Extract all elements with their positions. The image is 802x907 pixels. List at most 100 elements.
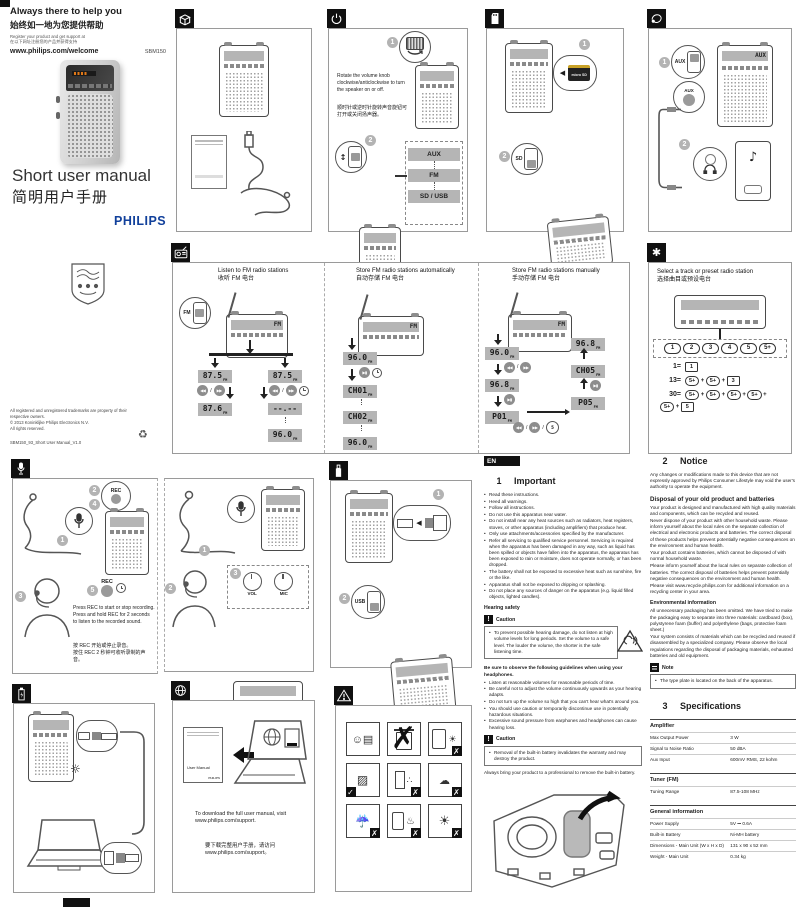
fm-switch-zoom: FM [179,297,211,329]
bullet-item: •Do not install near any heat sources su… [484,518,634,530]
updown-arrow-icon: ↕ [339,152,347,162]
tune-flow: 87.5FM ◀◀/▶▶ 87.6FM [183,357,247,417]
manual-title-zh: 简明用户手册 [12,189,109,206]
step-badge-2: 2 [365,135,376,146]
page-corner-mark [0,0,10,7]
step-badge-3: 3 [15,591,26,602]
caution-label: Caution [496,736,516,743]
bullet-item: •Apparatus shall not be exposed to dripp… [484,581,606,587]
rec-instruction-zh: 按 REC 开始或停止录音。按住 REC 2 秒钟可收听录制的声音。 [73,643,146,663]
equation-row: 13=5++5++3 [659,375,777,386]
hearing-caution-box: •To prevent possible hearing damage, do … [484,626,643,660]
jack-socket [683,94,695,106]
caution-text: Removal of the built-in battery invalida… [494,749,627,761]
bullet-item: •The battery shall not be exposed to exc… [484,568,642,580]
important-bullets: •Read these instructions.•Heed all warni… [484,492,642,600]
caution-icon: ! [484,734,493,744]
charging-led-indicator-icon: ☼ [70,762,81,776]
step-badge-5: 5 [87,585,98,596]
radio-top-view-illustration [674,294,766,329]
source-switch-zoom: ↕ [335,141,367,173]
battery-note: Always bring your product to a professio… [484,770,636,776]
micro-sd-card: micro SD [568,65,591,81]
person-wearing-headset-illustration [24,578,70,638]
music-note-icon: ♪ [748,150,758,165]
aux-cable-icon [647,9,666,28]
paragraph: Please visit www.recycle.philips.com for… [650,583,789,595]
booklet-brand: PHILIPS [208,776,220,780]
usb-drive-icon [329,461,348,480]
bullet-item: •Do not use this apparatus near water. [484,511,567,517]
disposal-paragraphs: Your product is designed and manufacture… [650,505,796,596]
play-pause-button-icon: ▶▮ [504,393,515,405]
clean-dry-cloth-pictogram: ▨ ✓ [345,763,380,797]
caution-text: To prevent possible hearing damage, do n… [494,630,613,654]
volume-knob-zoom [399,31,431,63]
panel-power-on-off: 1 Rotate the volume knob clockwise/antic… [327,9,468,289]
battery-removal-illustration [493,790,625,888]
numeric-key: 3 [702,342,719,354]
step-badge-4: 4 [89,499,100,510]
recycle-icon: ♻ [138,428,148,441]
rec-button-zoom: REC [101,481,131,511]
usb-cable-and-earphones-illustration [240,131,291,216]
next-button-icon: ▶▶ [285,385,297,397]
step-badge-1: 1 [659,57,670,68]
numeric-key: 5 [740,342,757,354]
step-badge-1: 1 [57,535,68,546]
arrow-right [527,411,567,413]
globe-icon [171,681,190,700]
branch-bar [209,353,293,356]
battery-caution-box: •Removal of the built-in battery invalid… [484,745,642,767]
step-badge-2: 2 [679,139,690,150]
rec-press-group: REC [101,579,126,597]
paragraph: Never dispose of your product with other… [650,518,795,548]
step-badge-2: 2 [339,593,350,604]
paragraph: Your product is designed and manufacture… [650,504,796,516]
prev-button-icon: ◀◀ [513,422,524,433]
spec-section-title: Tuner (FM) [650,776,679,783]
pointer-line [395,175,407,177]
radio-illustration: FM [508,291,572,352]
headphone-jack-zoom [693,147,727,181]
headphones-guidelines-lead: Be sure to observe the following guideli… [484,666,623,678]
no-fire-pictogram: ♨ ✗ [386,804,421,838]
no-trash-disposal-pictogram: ✗ [386,722,421,756]
sd-switch-zoom: SD [511,143,543,175]
bullet-item: •Listen at reasonable volumes for reason… [484,679,615,685]
radio-illustration [505,40,553,113]
no-foam-liquids-pictogram: ☁ ✗ [427,763,462,797]
spec-row: Dimensions - Main Unit (W x H x D)131 x … [650,839,796,851]
panel-charge-battery: ☼ [12,684,155,893]
bullet-item: •Refer all servicing to qualified servic… [484,537,642,568]
warning-triangle-icon [334,686,353,705]
no-rain-pictogram: ☔ ✗ [345,804,380,838]
user-manual-booklet: User Manual PHILIPS [183,727,223,783]
listen-title-zh: 收听 FM 电台 [218,275,254,282]
transfer-arrow [225,747,244,763]
play-pause-button-icon: ▶▮ [590,379,601,391]
rights-line: All rights reserved. [10,425,45,431]
select-title-en: Select a track or preset radio station [657,269,754,275]
bullet-item: •Heed all warnings. [484,498,528,504]
bullet-item: •Do not turn up the volume so high that … [484,699,640,705]
step-badge-2: 2 [165,583,176,594]
radio-illustration [345,490,393,563]
section-title: Specifications [680,700,742,711]
mic-plug-zoom [227,495,255,523]
rec-label: REC [110,488,122,494]
numeric-key: 2 [683,342,700,354]
fm-listen-section: Listen to FM radio stations 收听 FM 电台 FM … [173,263,325,453]
open-box-icon [175,9,194,28]
section-number: 2 [662,456,668,466]
panel-fm-radio: Listen to FM radio stations 收听 FM 电台 FM … [171,243,630,454]
equation-row: 1=1 [659,361,777,372]
panel-download-manual: User Manual PHILIPS To download the full… [171,681,315,893]
bullet-item: •Be careful not to adjust the volume con… [484,686,642,698]
hold-2s-clock-icon [372,367,382,378]
person-wearing-headset-illustration [172,570,216,628]
aux-jack-label: AUX [684,88,694,93]
